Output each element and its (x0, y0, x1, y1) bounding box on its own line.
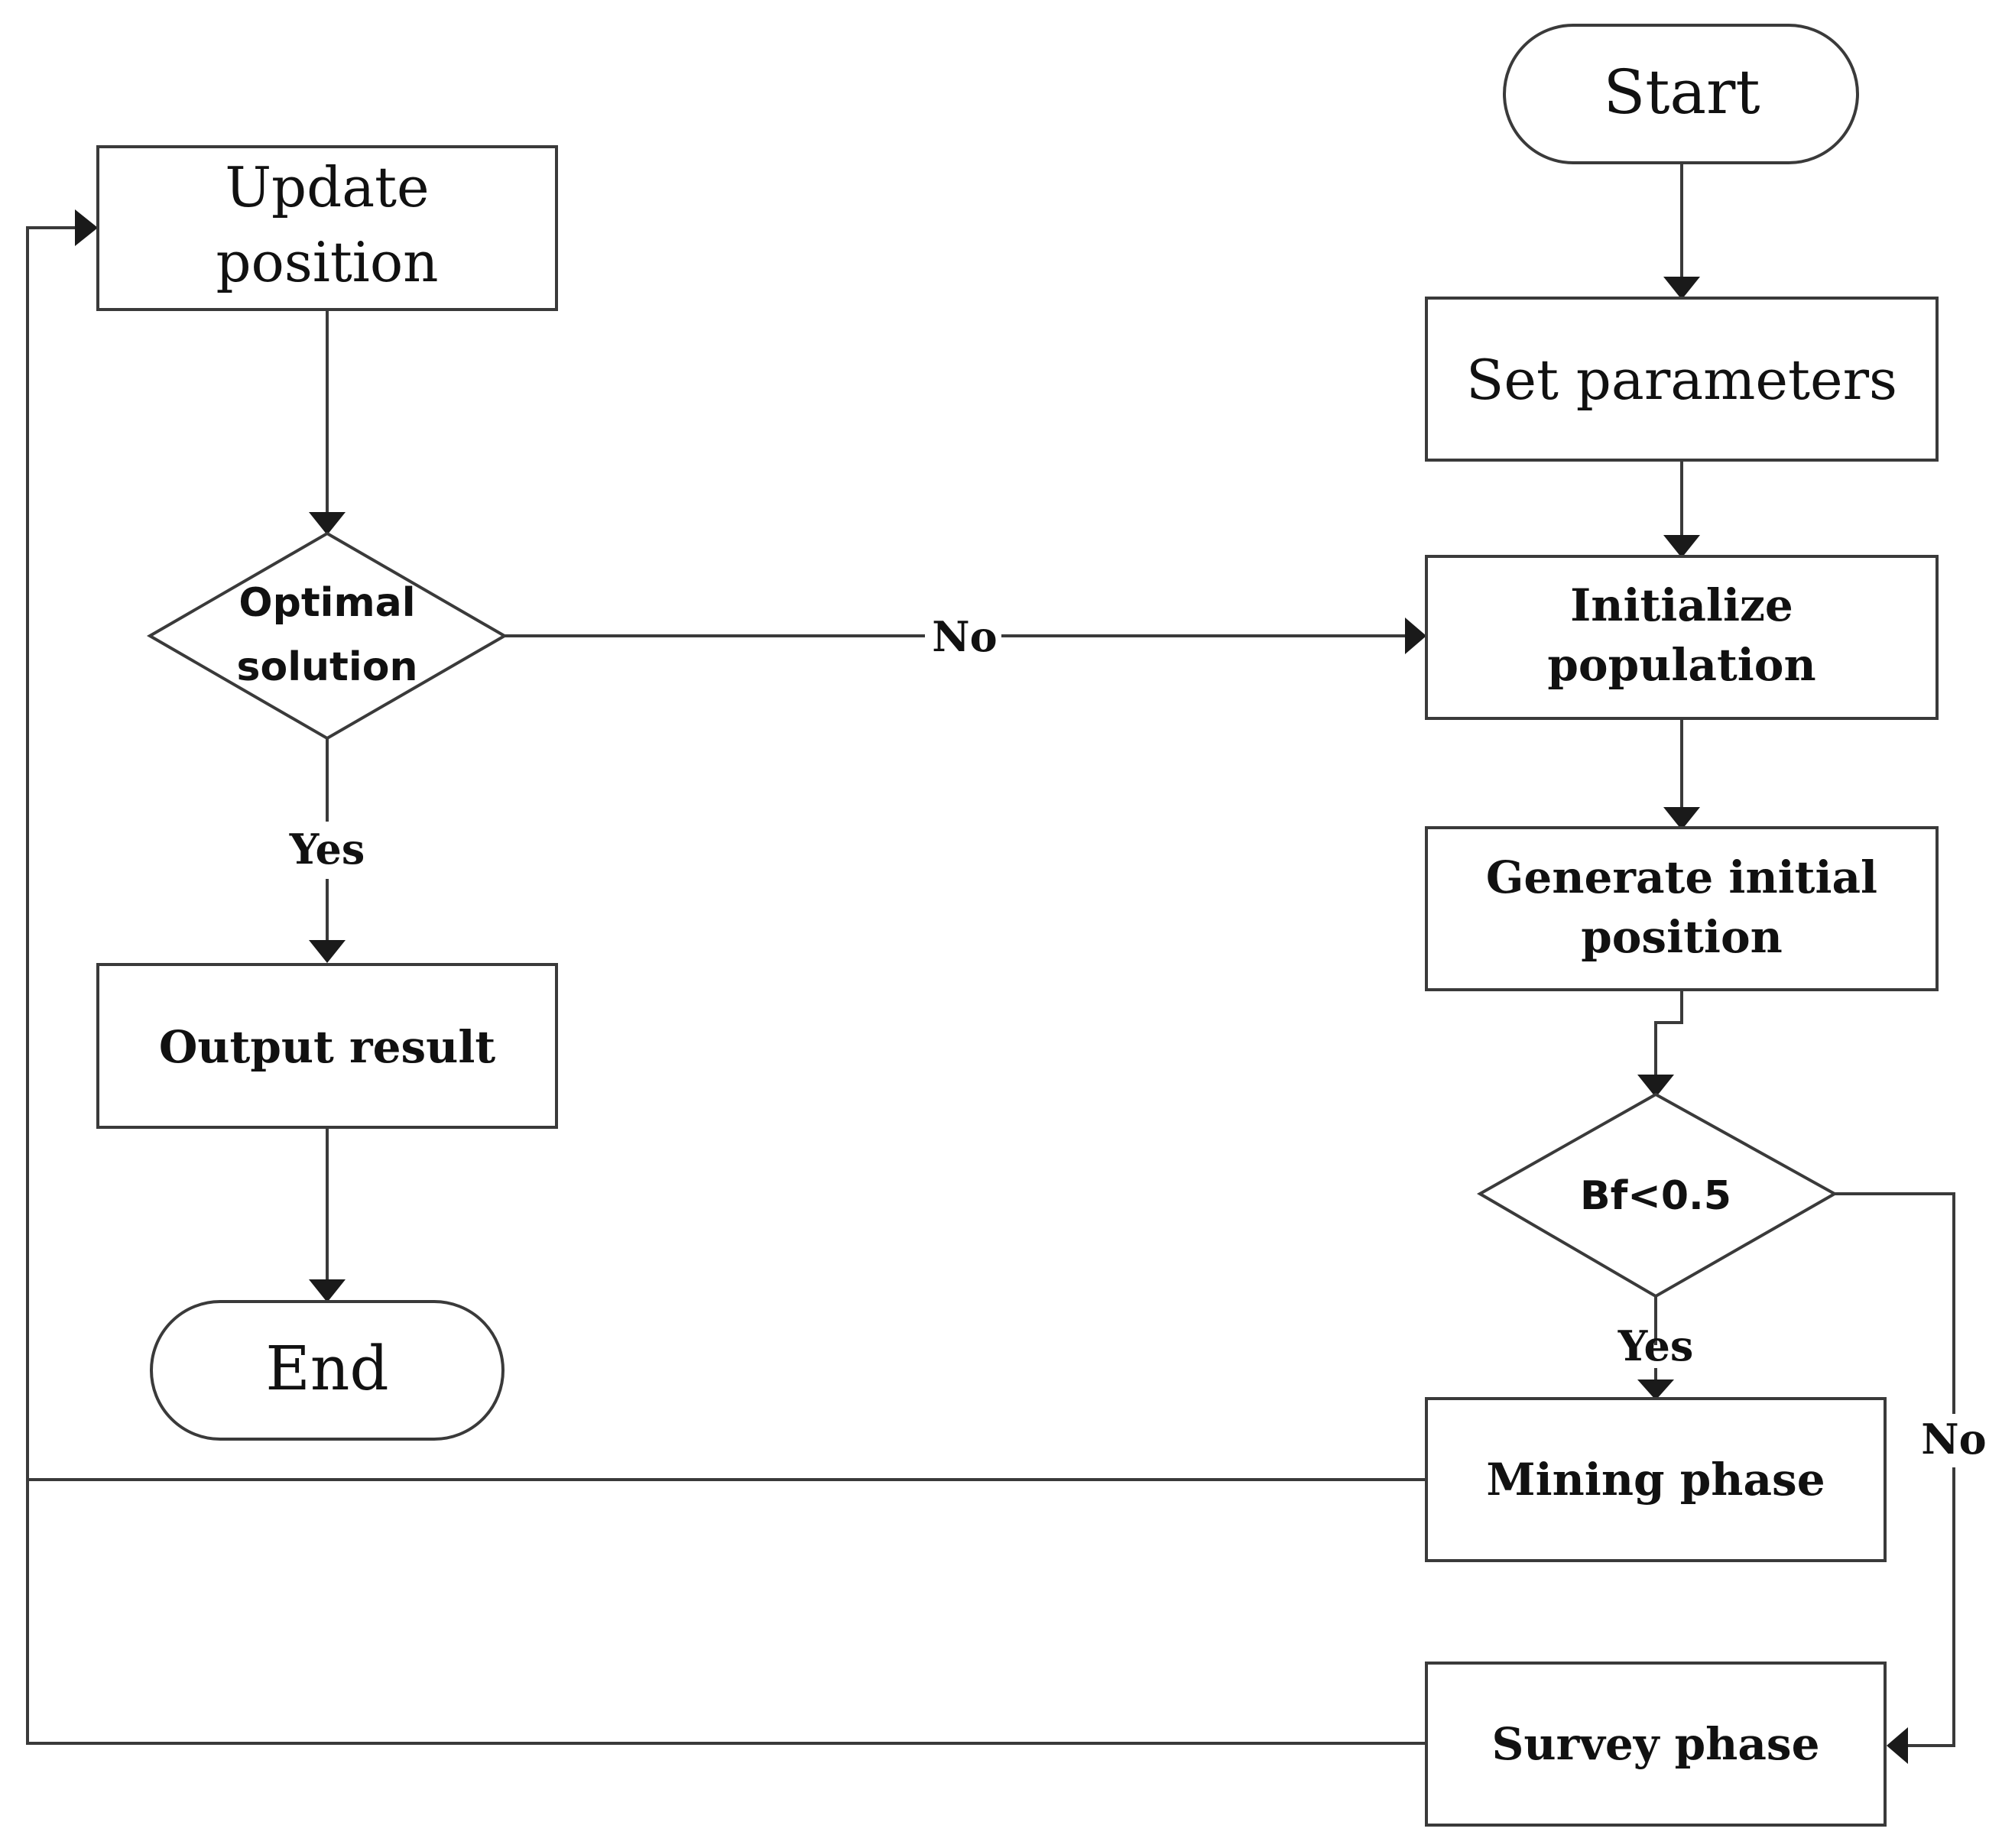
edge-labels: No Yes Yes No (289, 612, 1987, 1464)
set-parameters-label: Set parameters (1466, 348, 1897, 412)
process-box (96, 145, 558, 311)
optimal-solution-label-line1: Optimal (238, 580, 415, 626)
arrowhead-optimal (309, 512, 346, 535)
process-box (1425, 297, 1939, 462)
node-optimal-solution: Optimal solution (147, 531, 508, 741)
node-update-position: Update position (96, 145, 558, 311)
initialize-population-label-line1: Initialize (1570, 579, 1793, 631)
node-output-result: Output result (96, 963, 558, 1129)
edge-generate-to-bf (1654, 990, 1683, 1081)
edge-label-optimal-yes: Yes (289, 825, 365, 874)
output-result-label: Output result (159, 1021, 496, 1073)
process-box (1425, 1662, 1887, 1827)
terminal-shape (150, 1300, 505, 1441)
connectors (26, 163, 1955, 1747)
edge-survey-to-update (26, 1480, 1426, 1745)
update-position-label-line1: Update (225, 155, 429, 219)
arrowhead-initialize (1663, 535, 1700, 558)
survey-phase-label: Survey phase (1492, 1718, 1820, 1770)
arrowhead-update (75, 209, 98, 246)
decision-diamond (1476, 1092, 1838, 1298)
node-initialize-population: Initialize population (1425, 555, 1939, 720)
update-position-label-line2: position (216, 230, 438, 294)
edge-label-optimal-no: No (932, 612, 997, 661)
arrowhead-mining (1637, 1380, 1674, 1400)
end-label: End (265, 1333, 388, 1404)
edge-label-bf-no: No (1921, 1415, 1986, 1464)
terminal-shape (1503, 24, 1859, 164)
node-mining-phase: Mining phase (1425, 1397, 1887, 1562)
process-box (1425, 826, 1939, 991)
arrowheads (75, 209, 1908, 1764)
bf-check-label: Bf<0.5 (1580, 1173, 1731, 1219)
arrowhead-set-parameters (1663, 277, 1700, 300)
arrowhead-bf (1637, 1075, 1674, 1097)
initialize-population-label-line2: population (1547, 639, 1815, 691)
arrowhead-end (309, 1279, 346, 1302)
edge-bf-no-upper (1835, 1192, 1955, 1414)
node-bf-check: Bf<0.5 (1476, 1092, 1838, 1298)
arrowhead-initialize-from-no (1405, 618, 1426, 654)
arrowhead-survey (1887, 1727, 1908, 1764)
node-set-parameters: Set parameters (1425, 297, 1939, 462)
arrowhead-generate (1663, 807, 1700, 830)
generate-initial-position-label-line1: Generate initial (1486, 851, 1877, 903)
process-box (96, 963, 558, 1129)
arrowhead-output (309, 940, 346, 963)
edge-mining-to-update (26, 226, 1426, 1481)
node-survey-phase: Survey phase (1425, 1662, 1887, 1827)
edge-label-bf-yes: Yes (1617, 1321, 1694, 1370)
process-box (1425, 1397, 1887, 1562)
node-start: Start (1503, 24, 1859, 164)
generate-initial-position-label-line2: position (1581, 911, 1783, 963)
node-end: End (150, 1300, 505, 1441)
process-box (1425, 555, 1939, 720)
start-label: Start (1603, 57, 1760, 128)
node-generate-initial-position: Generate initial position (1425, 826, 1939, 991)
edge-bf-no-lower (1896, 1467, 1955, 1747)
mining-phase-label: Mining phase (1486, 1454, 1825, 1506)
decision-diamond (147, 531, 508, 741)
optimal-solution-label-line2: solution (237, 644, 418, 690)
